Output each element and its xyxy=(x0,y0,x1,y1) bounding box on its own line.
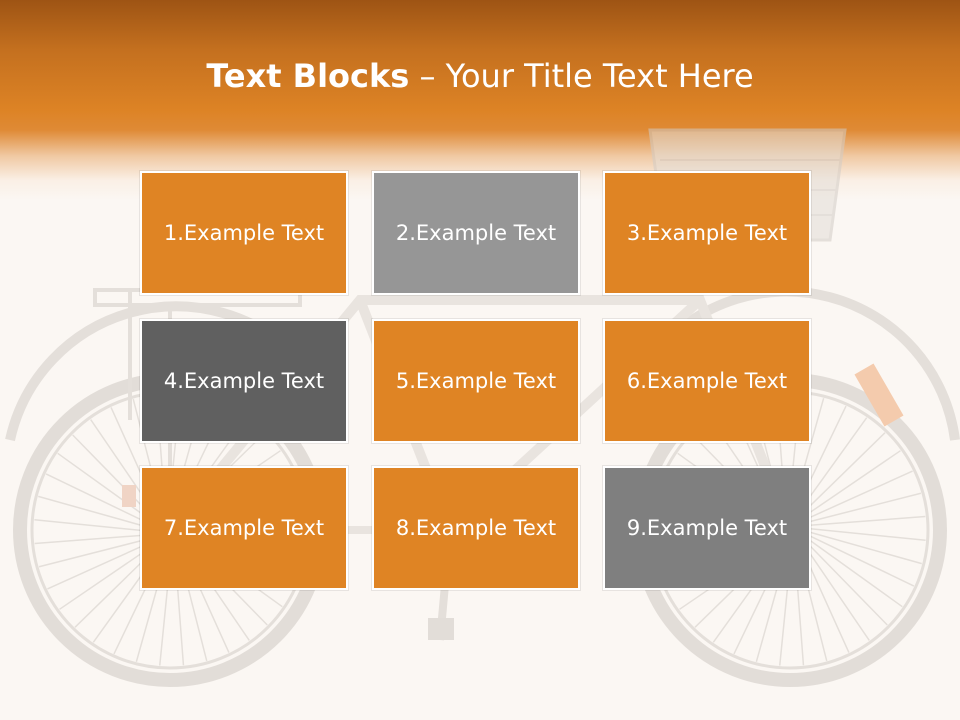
text-block-label: 6.Example Text xyxy=(626,369,788,393)
text-block-9[interactable]: 9.Example Text xyxy=(603,466,811,590)
title-rest-part: – Your Title Text Here xyxy=(409,57,754,95)
text-block-4[interactable]: 4.Example Text xyxy=(140,319,348,443)
text-block-1[interactable]: 1.Example Text xyxy=(140,171,348,295)
text-block-label: 5.Example Text xyxy=(395,369,557,393)
text-block-label: 3.Example Text xyxy=(626,221,788,245)
text-block-label: 1.Example Text xyxy=(163,221,325,245)
text-block-6[interactable]: 6.Example Text xyxy=(603,319,811,443)
text-block-7[interactable]: 7.Example Text xyxy=(140,466,348,590)
text-block-label: 9.Example Text xyxy=(626,516,788,540)
text-block-8[interactable]: 8.Example Text xyxy=(372,466,580,590)
text-block-label: 2.Example Text xyxy=(395,221,557,245)
text-block-3[interactable]: 3.Example Text xyxy=(603,171,811,295)
slide-title: Text Blocks – Your Title Text Here xyxy=(0,54,960,98)
text-block-label: 8.Example Text xyxy=(395,516,557,540)
text-block-2[interactable]: 2.Example Text xyxy=(372,171,580,295)
text-block-5[interactable]: 5.Example Text xyxy=(372,319,580,443)
title-bold-part: Text Blocks xyxy=(206,57,410,95)
text-block-label: 4.Example Text xyxy=(163,369,325,393)
text-block-label: 7.Example Text xyxy=(163,516,325,540)
